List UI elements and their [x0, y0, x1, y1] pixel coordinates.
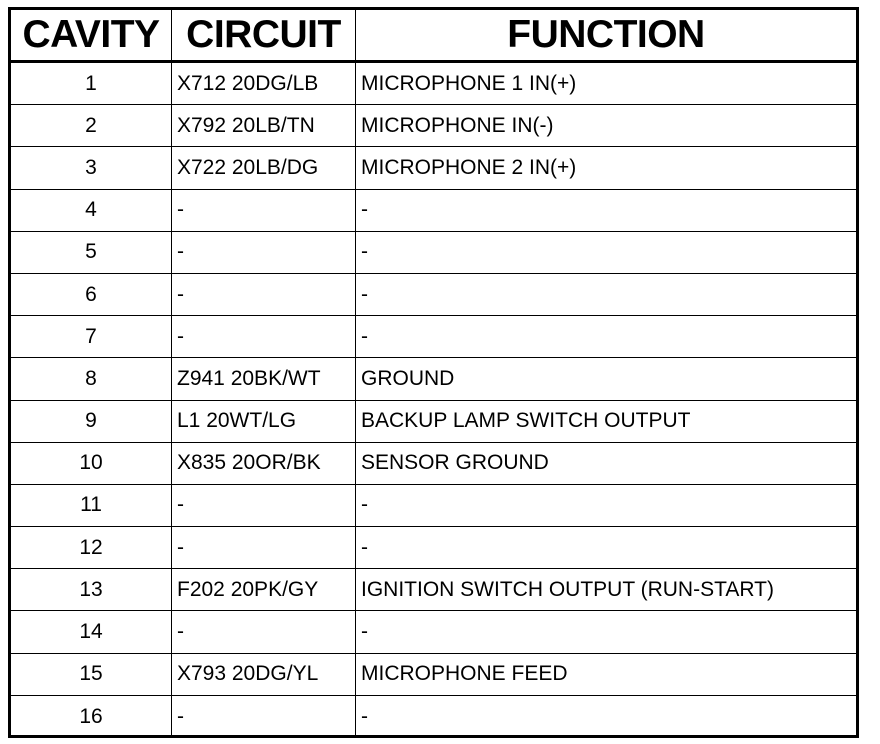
table-row: 5-- — [11, 231, 856, 274]
cavity-cell: 8 — [11, 358, 172, 400]
header-cavity: CAVITY — [11, 10, 172, 60]
cavity-cell: 1 — [11, 63, 172, 105]
circuit-cell: F202 20PK/GY — [172, 569, 356, 611]
function-cell: - — [361, 704, 368, 728]
circuit-cell: X712 20DG/LB — [172, 63, 356, 105]
circuit-cell: - — [172, 273, 356, 316]
circuit-cell: - — [172, 527, 356, 569]
cavity-cell: 5 — [11, 231, 172, 273]
function-cell: BACKUP LAMP SWITCH OUTPUT — [361, 409, 691, 433]
cavity-cell: 4 — [11, 189, 172, 231]
cavity-cell: 9 — [11, 400, 172, 442]
cavity-cell: 15 — [11, 653, 172, 695]
cavity-cell: 3 — [11, 147, 172, 189]
circuit-cell: - — [172, 484, 356, 527]
table-row: 12-- — [11, 527, 856, 570]
circuit-cell: Z941 20BK/WT — [172, 358, 356, 400]
function-cell: MICROPHONE IN(-) — [361, 113, 554, 137]
cavity-cell: 2 — [11, 105, 172, 147]
function-cell: MICROPHONE FEED — [361, 662, 568, 686]
function-cell: - — [361, 282, 368, 306]
table-row: 6-- — [11, 273, 856, 317]
cavity-cell: 14 — [11, 611, 172, 653]
function-cell: GROUND — [361, 366, 455, 390]
function-cell: MICROPHONE 1 IN(+) — [361, 71, 577, 95]
circuit-cell: - — [172, 189, 356, 231]
function-cell: SENSOR GROUND — [361, 451, 549, 475]
function-cell: - — [361, 620, 368, 644]
function-cell: - — [361, 493, 368, 517]
circuit-cell: - — [172, 316, 356, 358]
circuit-cell: - — [172, 695, 356, 738]
circuit-cell: - — [172, 611, 356, 653]
function-cell: MICROPHONE 2 IN(+) — [361, 155, 577, 179]
function-cell: - — [361, 240, 368, 264]
table-header-row: CAVITY CIRCUIT FUNCTION — [11, 10, 856, 63]
header-function: FUNCTION — [507, 13, 705, 56]
circuit-cell: X793 20DG/YL — [172, 653, 356, 695]
function-cell: - — [361, 535, 368, 559]
cavity-cell: 7 — [11, 316, 172, 358]
function-cell: - — [361, 324, 368, 348]
circuit-cell: - — [172, 231, 356, 273]
cavity-cell: 11 — [11, 484, 172, 527]
table-row: 11-- — [11, 484, 856, 528]
table-row: 4-- — [11, 189, 856, 232]
table-row: 16-- — [11, 695, 856, 738]
cavity-cell: 16 — [11, 695, 172, 738]
circuit-cell: X722 20LB/DG — [172, 147, 356, 189]
circuit-cell: L1 20WT/LG — [172, 400, 356, 442]
table-row: 14-- — [11, 611, 856, 654]
header-circuit: CIRCUIT — [172, 10, 356, 60]
cavity-cell: 12 — [11, 527, 172, 569]
cavity-cell: 10 — [11, 442, 172, 484]
circuit-cell: X835 20OR/BK — [172, 442, 356, 484]
cavity-cell: 6 — [11, 273, 172, 316]
circuit-cell: X792 20LB/TN — [172, 105, 356, 147]
table-row: 7-- — [11, 316, 856, 359]
function-cell: IGNITION SWITCH OUTPUT (RUN-START) — [361, 577, 774, 601]
cavity-cell: 13 — [11, 569, 172, 611]
function-cell: - — [361, 198, 368, 222]
